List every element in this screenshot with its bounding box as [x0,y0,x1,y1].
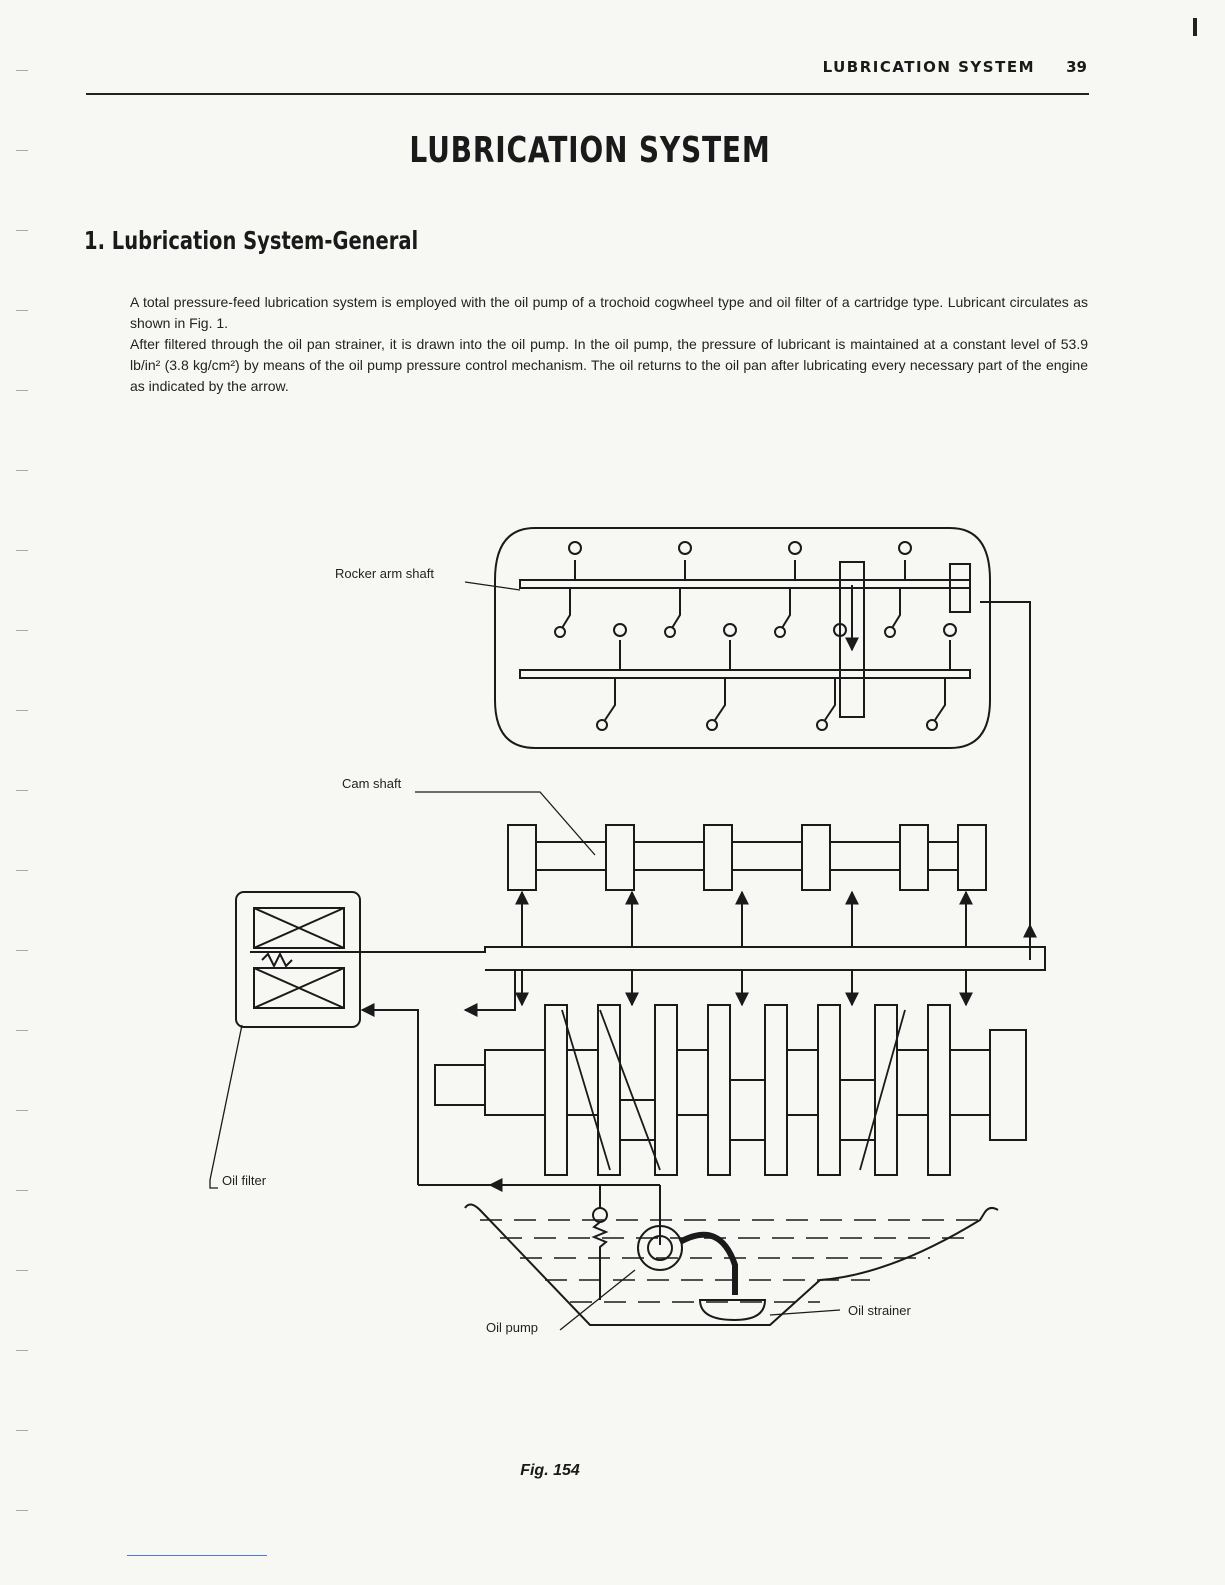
rocker-cover [494,527,991,749]
margin-tick [16,1190,28,1191]
margin-tick [16,1030,28,1031]
crankshaft [434,1004,1027,1176]
oil-strainer [698,1299,767,1322]
margin-tick [16,1110,28,1111]
diagram-svg: Rocker arm shaft Cam shaft Oil filter Oi… [209,527,1046,1335]
header-rule [86,93,1089,95]
margin-tick [16,950,28,951]
main-oil-gallery [250,946,1046,971]
margin-tick [16,710,28,711]
oil-feed-lines [360,585,1037,1245]
rocker-arm-shaft [554,541,957,731]
bottom-line [127,1555,267,1556]
margin-tick [16,390,28,391]
lubrication-diagram: Rocker arm shaft Cam shaft Oil filter Oi… [190,520,1050,1350]
running-header: LUBRICATION SYSTEM [822,58,1035,76]
oil-filter-label: Oil filter [222,1173,267,1188]
paragraph: A total pressure-feed lubrication system… [130,294,1088,331]
margin-tick [16,1510,28,1511]
page-title: LUBRICATION SYSTEM [409,130,771,171]
margin-tick [16,70,28,71]
margin-tick [16,1430,28,1431]
margin-tick [16,1350,28,1351]
cam-shaft [507,824,987,891]
margin-tick [16,230,28,231]
margin-tick [16,470,28,471]
cam-shaft-label: Cam shaft [342,776,402,791]
margin-tick [16,310,28,311]
oil-pan [464,1203,999,1326]
margin-tick [16,550,28,551]
margin-tick [16,870,28,871]
body-text: A total pressure-feed lubrication system… [130,292,1088,397]
margin-tick [16,150,28,151]
oil-pump [591,1185,738,1300]
page-number: 39 [1066,58,1087,76]
margin-tick [16,630,28,631]
paragraph: After filtered through the oil pan strai… [130,336,1088,394]
section-heading: 1. Lubrication System-General [84,226,419,255]
oil-strainer-label: Oil strainer [848,1303,912,1318]
margin-tick [16,1270,28,1271]
oil-pump-label: Oil pump [486,1320,538,1335]
margin-tick [16,790,28,791]
corner-mark [1193,18,1197,36]
figure-caption: Fig. 154 [520,1462,580,1479]
leader-lines [209,581,841,1331]
rocker-arm-shaft-label: Rocker arm shaft [335,566,434,581]
oil-filter [235,891,361,1028]
